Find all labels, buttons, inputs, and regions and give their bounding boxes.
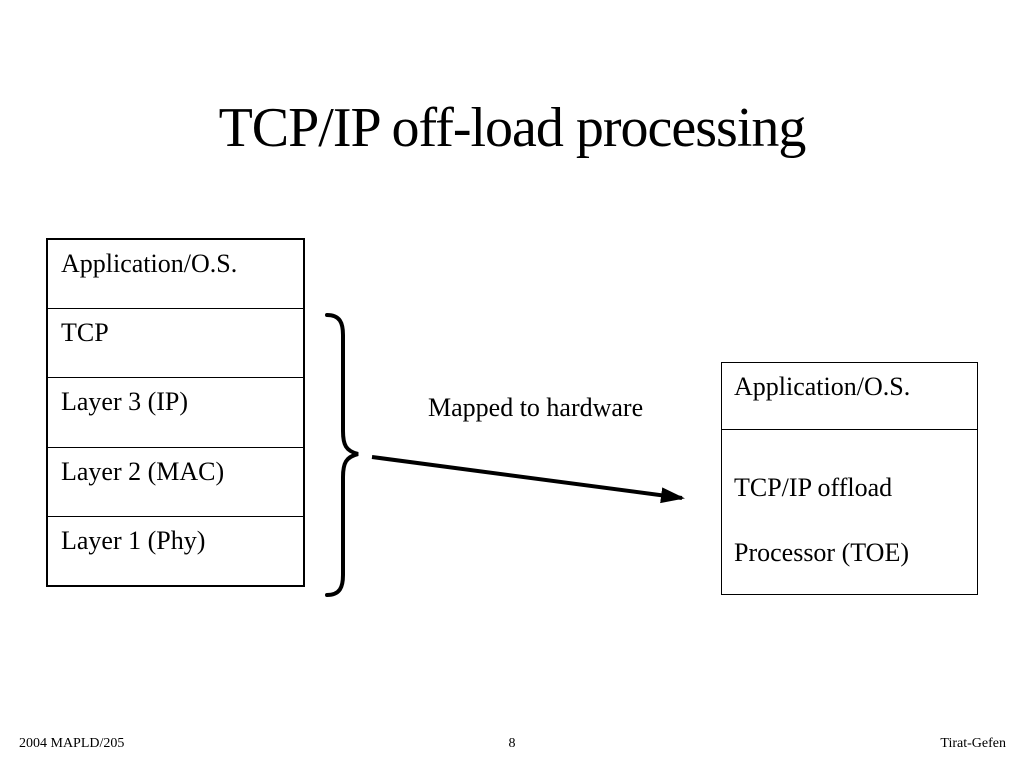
footer-conference: 2004 MAPLD/205 <box>19 736 125 751</box>
toe-box: Application/O.S. TCP/IP offload Processo… <box>721 362 978 595</box>
curly-brace-icon <box>325 313 359 597</box>
stack-row-layer1-phy: Layer 1 (Phy) <box>48 515 303 585</box>
stack-row-application-os: Application/O.S. <box>61 249 238 278</box>
page-title: TCP/IP off-load processing <box>218 97 807 159</box>
toe-box-application-os: Application/O.S. <box>722 363 977 430</box>
toe-offload-label: TCP/IP offload <box>734 473 893 502</box>
footer-page-number: 8 <box>508 736 516 751</box>
mapping-label: Mapped to hardware <box>428 393 644 422</box>
footer-author: Tirat-Gefen <box>940 736 1006 751</box>
toe-box-processor-cell: TCP/IP offload Processor (TOE) <box>722 430 977 594</box>
stack-row-layer3-ip: Layer 3 (IP) <box>48 377 303 446</box>
protocol-stack-table: Application/O.S. TCP Layer 3 (IP) Layer … <box>46 238 305 587</box>
toe-processor-label: Processor (TOE) <box>734 538 909 567</box>
stack-row-tcp: TCP <box>48 308 303 377</box>
mapping-arrow-icon <box>371 455 685 504</box>
stack-row-layer2-mac: Layer 2 (MAC) <box>48 446 303 516</box>
